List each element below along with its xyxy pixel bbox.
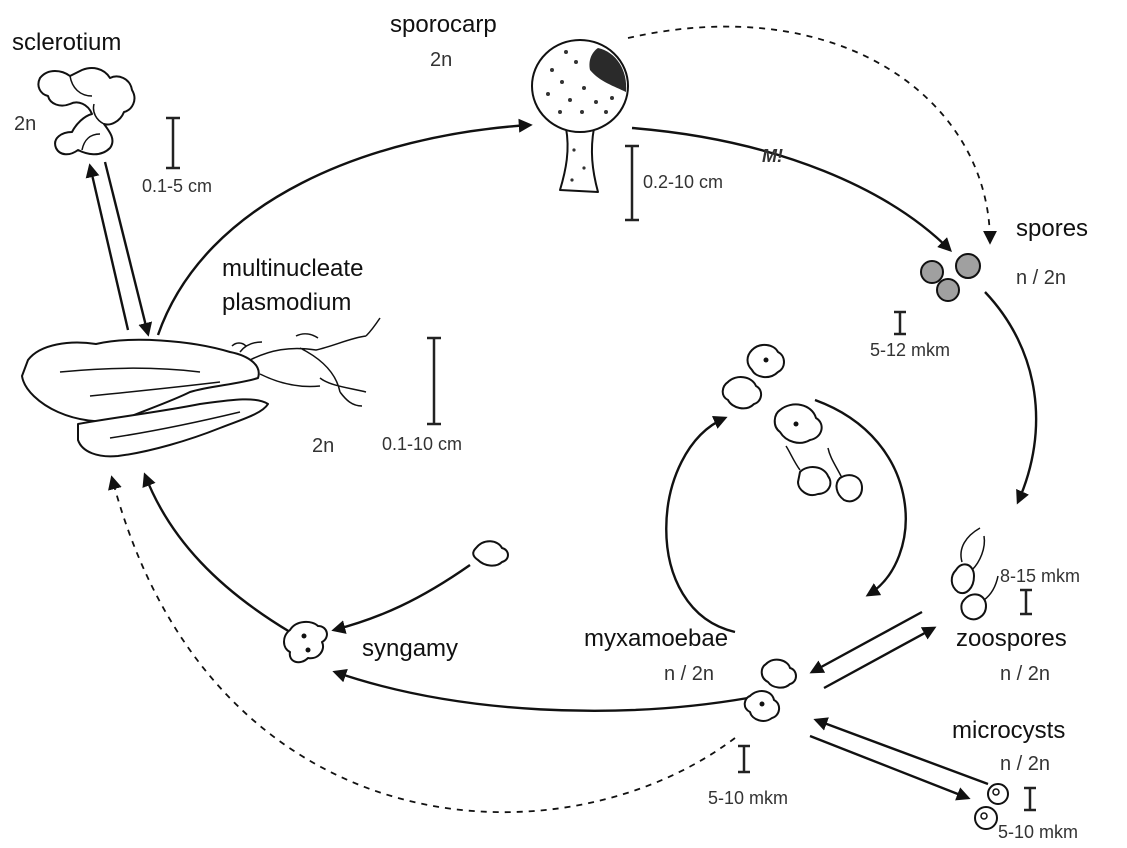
sclerotium-scale: 0.1-5 cm [142,176,212,196]
arrow-myxamoebae-division-loop [666,418,735,632]
arrow-spores-to-zoospores [985,292,1036,502]
sporocarp-scale: 0.2-10 cm [643,172,723,192]
plasmodium-ploidy: 2n [312,435,334,457]
sclerotium-ploidy: 2n [14,113,36,135]
single-myxamoeba [473,541,508,565]
zoospores-ploidy: n / 2n [1000,663,1050,685]
zoospores-label: zoospores [956,625,1067,652]
sporocarp-illustration [532,40,628,192]
spore [937,279,959,301]
zoospores-scale: 8-15 mkm [1000,566,1080,586]
arrow-myxamoeba-to-syngamy [334,565,470,630]
scale-bar-sporocarp [625,146,639,220]
plasmodium-label-line2: plasmodium [222,289,351,316]
myxamoebae-ploidy: n / 2n [664,663,714,685]
scale-bar-plasmodium [427,338,441,424]
plasmodium-scale: 0.1-10 cm [382,434,462,454]
arrow-plasmodium-to-sclerotium [90,166,128,330]
scale-bar-myxamoebae [738,746,750,772]
spores-label: spores [1016,215,1088,242]
syngamy-cells [284,622,327,662]
microcysts-label: microcysts [952,717,1065,744]
sclerotium-illustration [38,68,134,154]
spores-scale: 5-12 mkm [870,340,950,360]
sclerotium-label: sclerotium [12,29,121,56]
arrow-zoospores-to-myxamoebae [812,612,922,672]
microcysts-scale: 5-10 mkm [998,822,1078,842]
spore [956,254,980,278]
myxamoebae-illustration [745,660,796,721]
arrow-syngamy-to-plasmodium [145,475,290,632]
scale-bar-sclerotium [166,118,180,168]
plasmodium-label-line1: multinucleate [222,255,363,282]
meiosis-mark: M! [762,146,783,166]
spores-illustration [921,254,980,301]
spores-ploidy: n / 2n [1016,267,1066,289]
arrow-myxamoebae-to-zoospores [824,628,934,688]
syngamy-label: syngamy [362,635,458,662]
microcysts-ploidy: n / 2n [1000,753,1050,775]
scale-bar-zoospores [1020,590,1032,614]
myxamoebae-scale: 5-10 mkm [708,788,788,808]
sporocarp-ploidy: 2n [430,49,452,71]
spore [921,261,943,283]
zoospores-illustration [952,528,998,619]
myxamoebae-division-cells [723,345,862,501]
arrow-myxamoebae-division-loop-return [815,400,906,595]
scale-bars [166,118,1036,810]
scale-bar-microcysts [1024,788,1036,810]
myxamoebae-label: myxamoebae [584,625,728,652]
sporocarp-label: sporocarp [390,11,497,38]
scale-bar-spores [894,312,906,334]
